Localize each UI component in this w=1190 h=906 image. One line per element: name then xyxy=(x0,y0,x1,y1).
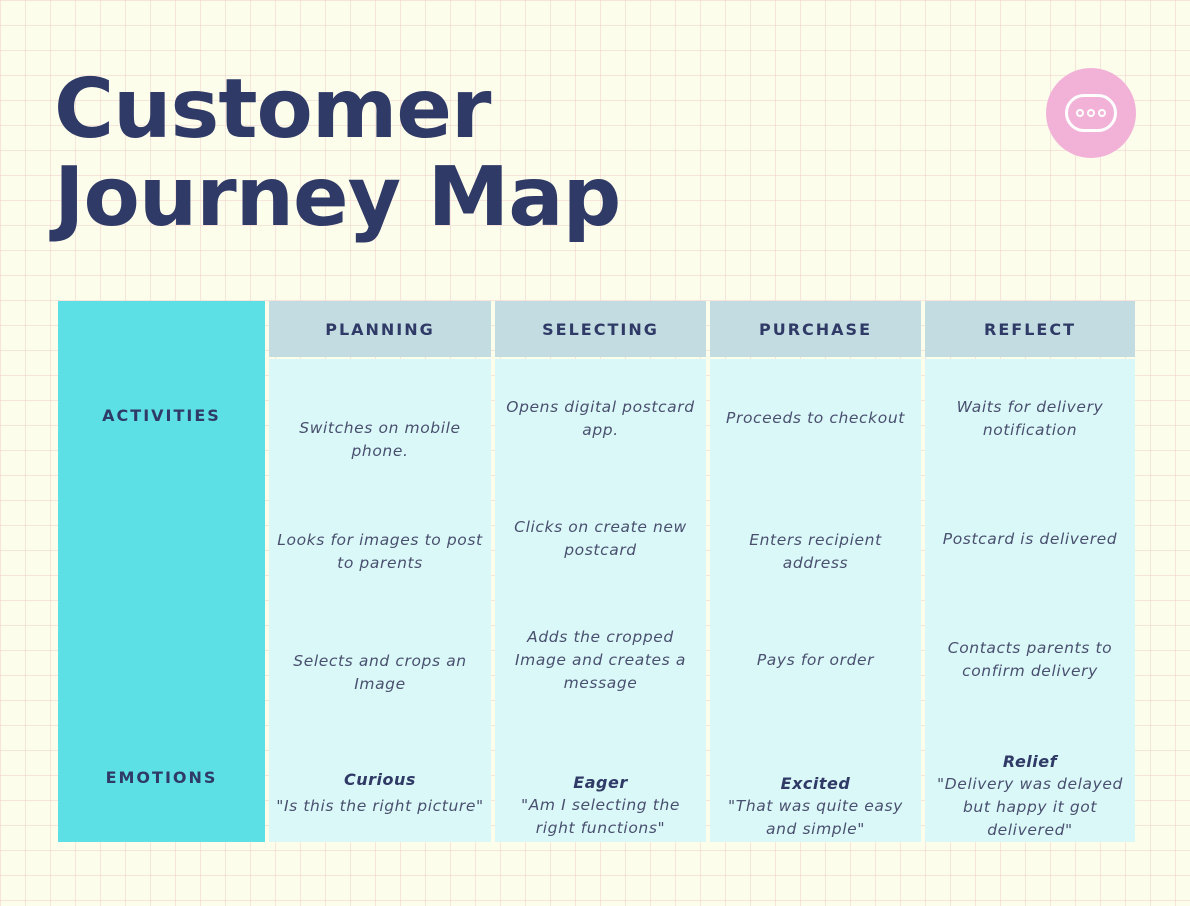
emotion-name: Curious xyxy=(344,770,416,789)
activity-cell: Adds the cropped Image and creates a mes… xyxy=(514,627,686,692)
emotion-cell: Eager "Am I selecting the right function… xyxy=(500,771,701,843)
row-label-column xyxy=(58,301,265,842)
emotion-name: Excited xyxy=(780,774,851,793)
emotion-quote: "Delivery was delayed but happy it got d… xyxy=(937,775,1123,839)
emotion-quote: "That was quite easy and simple" xyxy=(728,797,903,838)
stage-header-selecting: SELECTING xyxy=(495,301,706,357)
stage-header-planning: PLANNING xyxy=(269,301,491,357)
emotion-cell: Relief "Delivery was delayed but happy i… xyxy=(930,750,1130,844)
activity-cell: Clicks on create new postcard xyxy=(514,518,687,559)
activity-cell: Waits for delivery notification xyxy=(956,398,1104,439)
row-label-activities: ACTIVITIES xyxy=(102,406,221,425)
more-options-button[interactable] xyxy=(1046,68,1136,158)
page-title-line-2: Journey Map xyxy=(54,150,621,245)
activity-cell: Switches on mobile phone. xyxy=(299,419,461,460)
page-title-line-1: Customer xyxy=(54,62,491,157)
stage-header-purchase: PURCHASE xyxy=(710,301,921,357)
row-label-emotions: EMOTIONS xyxy=(105,768,218,787)
stage-column-purchase xyxy=(710,359,921,842)
emotion-name: Relief xyxy=(1002,752,1058,771)
activity-cell: Selects and crops an Image xyxy=(293,652,467,693)
more-options-icon xyxy=(1065,94,1117,132)
activity-cell: Looks for images to post to parents xyxy=(277,531,483,572)
activity-cell: Contacts parents to confirm delivery xyxy=(947,639,1113,680)
activity-cell: Pays for order xyxy=(756,650,875,669)
menu-dot xyxy=(1087,109,1095,117)
activity-cell: Proceeds to checkout xyxy=(726,408,905,427)
menu-dot xyxy=(1076,109,1084,117)
emotion-quote: "Am I selecting the right functions" xyxy=(520,796,681,837)
emotion-cell: Curious "Is this the right picture" xyxy=(275,768,485,844)
stage-column-planning xyxy=(269,359,491,842)
page-title: Customer Journey Map xyxy=(54,62,621,245)
stage-header-reflect: REFLECT xyxy=(925,301,1135,357)
emotion-name: Eager xyxy=(573,773,628,792)
activity-cell: Postcard is delivered xyxy=(942,529,1118,548)
emotion-cell: Excited "That was quite easy and simple" xyxy=(715,772,916,844)
menu-dot xyxy=(1098,109,1106,117)
stage-column-reflect xyxy=(925,359,1135,842)
stage-column-selecting xyxy=(495,359,706,842)
activity-cell: Opens digital postcard app. xyxy=(506,398,695,439)
emotion-quote: "Is this the right picture" xyxy=(276,797,484,815)
activity-cell: Enters recipient address xyxy=(749,531,882,572)
